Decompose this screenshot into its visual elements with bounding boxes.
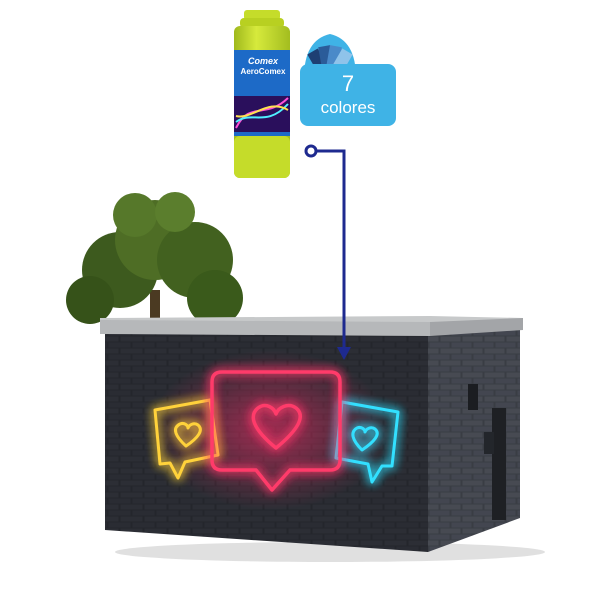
side-window [468, 384, 478, 410]
colors-count: 7 [341, 71, 355, 96]
side-box [484, 432, 494, 454]
roof-front-edge [100, 320, 430, 336]
colors-badge: 7 colores [300, 64, 396, 126]
side-wall [428, 328, 520, 552]
heart-icon [351, 426, 379, 452]
neon-bubble-red [210, 370, 342, 492]
heart-icon [173, 422, 202, 448]
can-product-label: AeroComex [240, 67, 286, 76]
tree [66, 192, 243, 330]
can-brand-label: Comex [247, 56, 278, 66]
roof-side-edge [430, 318, 523, 336]
colors-label: colores [320, 98, 376, 117]
connector-line [304, 144, 346, 348]
heart-icon [251, 403, 302, 450]
side-door [492, 408, 506, 520]
spray-can [234, 10, 290, 178]
arrow-down-icon [337, 347, 351, 360]
neon-art [150, 350, 400, 510]
